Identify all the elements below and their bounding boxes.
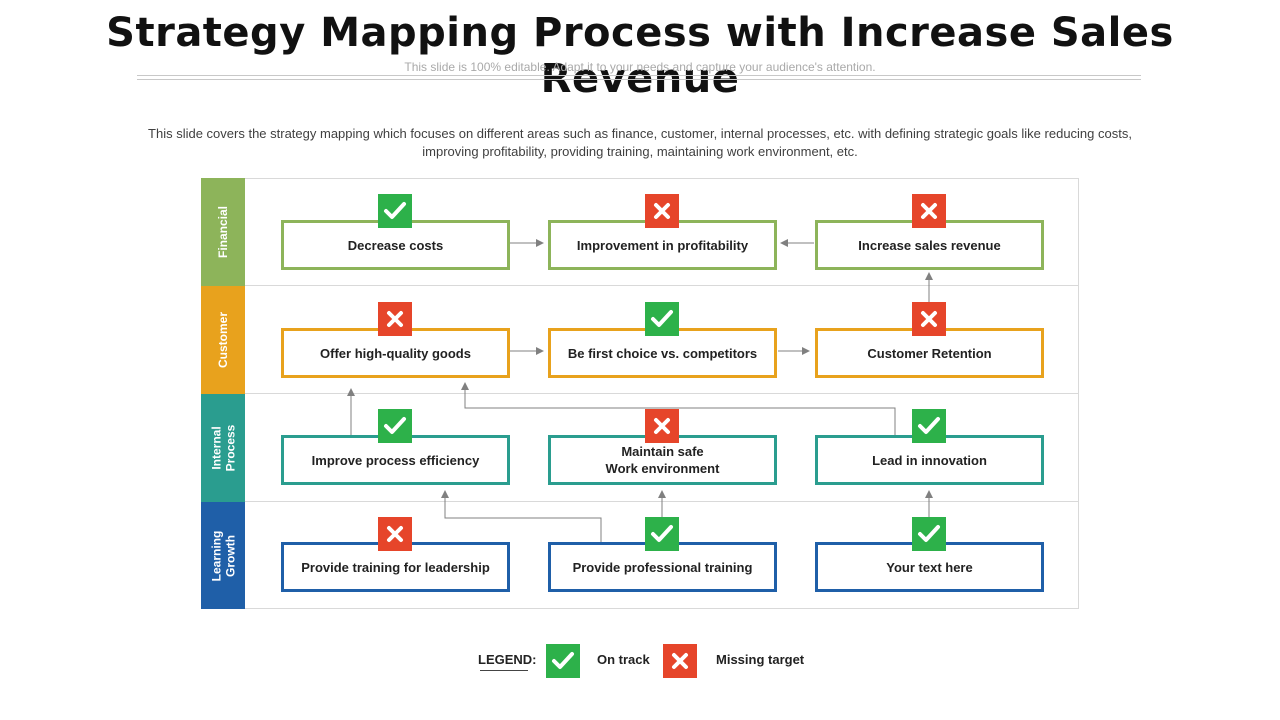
legend-cross-icon bbox=[663, 644, 697, 678]
slide-description: This slide covers the strategy mapping w… bbox=[148, 126, 1132, 159]
row-divider bbox=[245, 393, 1079, 394]
row-label-customer: Customer bbox=[201, 286, 245, 394]
box-decrease-costs: Decrease costs bbox=[281, 220, 510, 270]
legend-on-track-text: On track bbox=[597, 652, 650, 667]
status-check-icon bbox=[378, 409, 412, 443]
status-cross-icon bbox=[912, 194, 946, 228]
status-check-icon bbox=[378, 194, 412, 228]
box-be-first-choice: Be first choice vs. competitors bbox=[548, 328, 777, 378]
status-cross-icon bbox=[378, 302, 412, 336]
status-cross-icon bbox=[645, 194, 679, 228]
row-label-text: Internal Process bbox=[209, 424, 238, 472]
title-divider-secondary bbox=[137, 79, 1141, 80]
legend-underline bbox=[480, 670, 528, 671]
box-customer-retention: Customer Retention bbox=[815, 328, 1044, 378]
title-divider bbox=[137, 75, 1141, 76]
box-improvement-in-profitability: Improvement in profitability bbox=[548, 220, 777, 270]
box-improve-process-efficiency: Improve process efficiency bbox=[281, 435, 510, 485]
status-cross-icon bbox=[378, 517, 412, 551]
box-lead-in-innovation: Lead in innovation bbox=[815, 435, 1044, 485]
row-label-text: Financial bbox=[216, 205, 231, 259]
row-label-internal-process: Internal Process bbox=[201, 394, 245, 502]
status-cross-icon bbox=[912, 302, 946, 336]
box-offer-high-quality-goods: Offer high-quality goods bbox=[281, 328, 510, 378]
legend-check-icon bbox=[546, 644, 580, 678]
status-check-icon bbox=[645, 517, 679, 551]
slide-title: Strategy Mapping Process with Increase S… bbox=[106, 10, 1174, 102]
row-divider bbox=[245, 285, 1079, 286]
row-label-financial: Financial bbox=[201, 178, 245, 286]
status-check-icon bbox=[912, 517, 946, 551]
status-check-icon bbox=[645, 302, 679, 336]
legend-label: LEGEND: bbox=[478, 652, 537, 667]
legend-missing-target-text: Missing target bbox=[716, 652, 805, 667]
row-divider bbox=[245, 501, 1079, 502]
slide-subtitle: This slide is 100% editable. Adapt it to… bbox=[404, 60, 876, 74]
row-label-learning-growth: Learning Growth bbox=[201, 502, 245, 609]
status-cross-icon bbox=[645, 409, 679, 443]
row-label-text: Customer bbox=[216, 311, 231, 369]
status-check-icon bbox=[912, 409, 946, 443]
row-label-text: Learning Growth bbox=[209, 530, 238, 581]
